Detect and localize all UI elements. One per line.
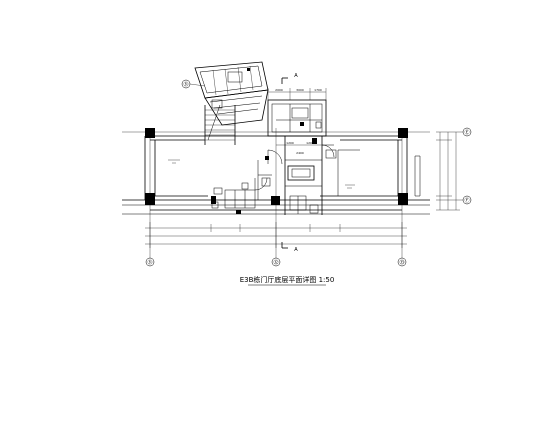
axis-bubble-32: ㉜ <box>271 257 281 267</box>
drawing-title: E3B栋门厅底层平面详图 1:50 <box>240 275 335 284</box>
svg-text:Ⓔ: Ⓔ <box>464 129 469 136</box>
structural-columns <box>145 128 408 205</box>
svg-text:2000: 2000 <box>275 88 283 92</box>
svg-text:1700: 1700 <box>314 88 322 92</box>
svg-text:1200: 1200 <box>306 141 314 145</box>
central-lobby <box>211 99 360 215</box>
svg-text:A: A <box>294 247 298 253</box>
svg-text:2400: 2400 <box>296 151 304 155</box>
axis-bubble-33: ㉝ <box>397 257 407 267</box>
svg-text:3000: 3000 <box>296 88 304 92</box>
stair-callout: ㉛ <box>181 79 206 89</box>
svg-text:A: A <box>294 73 298 79</box>
section-mark-top: A <box>281 73 298 84</box>
top-dimension-chain: 2000 3000 1700 1200 1200 2400 <box>267 88 327 155</box>
svg-text:Ⓕ: Ⓕ <box>464 197 469 204</box>
svg-text:1200: 1200 <box>286 141 294 145</box>
bottom-dimension-chains <box>145 222 407 248</box>
left-room <box>168 159 180 164</box>
entrance-stair-block <box>194 61 269 145</box>
svg-text:㉜: ㉜ <box>273 259 278 266</box>
right-room <box>414 155 421 197</box>
axis-bubble-31: ㉛ <box>145 257 155 267</box>
axis-bubble-f: Ⓕ <box>460 195 472 205</box>
drawing-title-block: E3B栋门厅底层平面详图 1:50 <box>240 275 335 286</box>
axis-bubble-e: Ⓔ <box>460 127 472 137</box>
section-mark-bottom: A <box>281 242 298 253</box>
svg-text:㉛: ㉛ <box>147 259 152 266</box>
svg-text:㉛: ㉛ <box>183 81 188 88</box>
right-dimension-chains <box>436 131 460 211</box>
svg-text:㉝: ㉝ <box>399 259 404 266</box>
